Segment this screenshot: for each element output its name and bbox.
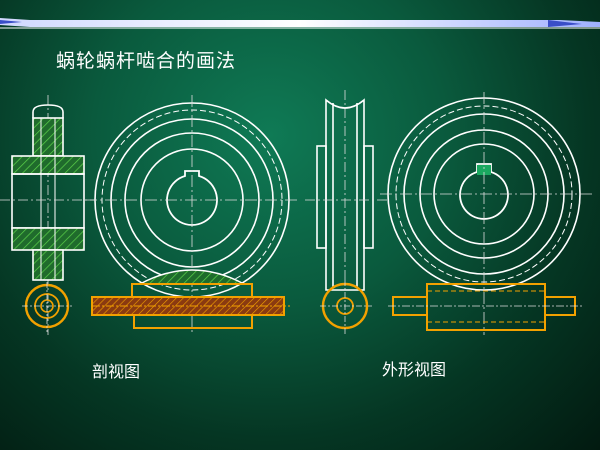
left-worm-end-view bbox=[22, 282, 72, 332]
left-worm-section bbox=[91, 269, 290, 329]
section-view-caption: 剖视图 bbox=[92, 362, 141, 381]
right-side-outline-view bbox=[305, 90, 388, 291]
outline-view-caption: 外形视图 bbox=[382, 360, 447, 379]
slide-title: 蜗轮蜗杆啮合的画法 bbox=[56, 50, 237, 72]
top-banner bbox=[0, 18, 600, 29]
right-worm-outline bbox=[388, 283, 582, 331]
right-worm-wheel-front-view bbox=[380, 92, 592, 335]
left-side-section-view bbox=[0, 95, 96, 335]
right-worm-end-view bbox=[320, 280, 372, 335]
